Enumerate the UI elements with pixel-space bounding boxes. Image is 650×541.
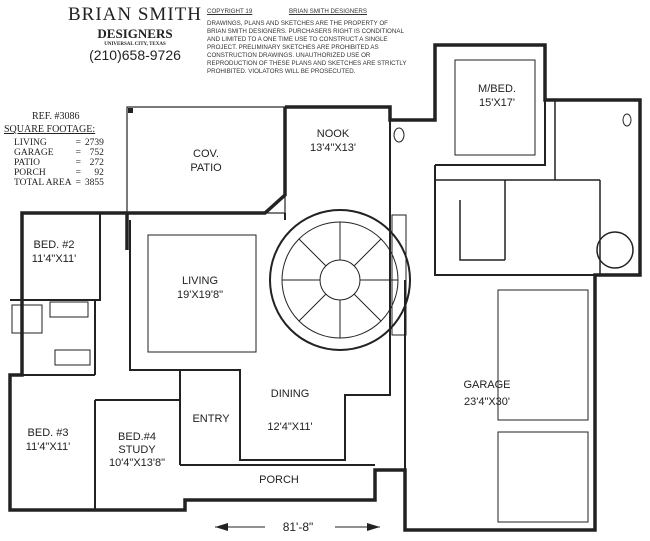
footage-title: SQUARE FOOTAGE:: [4, 124, 96, 135]
reference-number: REF. #3086: [32, 111, 80, 122]
nook-bay: [269, 209, 411, 351]
company-city: UNIVERSAL CITY, TEXAS: [104, 42, 166, 47]
living-label: LIVING: [182, 275, 218, 287]
patio-label-2: PATIO: [190, 162, 222, 174]
copyright-label: COPYRIGHT 19: [207, 8, 253, 15]
footage-value: 92: [94, 168, 104, 178]
footage-row: LIVING=2739: [14, 138, 104, 148]
company-phone: (210)658-9726: [89, 47, 181, 63]
footage-label: TOTAL AREA: [14, 178, 72, 188]
footage-label: LIVING: [14, 138, 47, 148]
porch-label: PORCH: [259, 474, 299, 486]
garage-door: [497, 431, 589, 523]
garage-size: 23'4"X30': [464, 396, 510, 408]
copyright-text: DRAWINGS, PLANS AND SKETCHES ARE THE PRO…: [207, 20, 407, 75]
nook-size: 13'4"X13': [310, 142, 356, 154]
dining-size: 12'4"X11': [267, 421, 312, 433]
footage-label: PORCH: [14, 168, 46, 178]
overall-width: 81'-8": [283, 520, 314, 534]
footage-value: 272: [89, 158, 104, 168]
bed2-label: BED. #2: [34, 239, 75, 251]
footage-row: TOTAL AREA=3855: [14, 178, 104, 188]
garage-label: GARAGE: [463, 379, 510, 391]
copyright-owner: BRIAN SMITH DESIGNERS: [288, 8, 367, 15]
footage-label: PATIO: [14, 158, 41, 168]
company-header: BRIAN SMITH DESIGNERS UNIVERSAL CITY, TE…: [60, 4, 210, 63]
walls: [8, 43, 642, 532]
footage-value: 3855: [84, 178, 104, 188]
footage-table: LIVING=2739 GARAGE=752 PATIO=272 PORCH=9…: [12, 138, 106, 188]
dimension-arrow-left: [215, 523, 228, 531]
entry-label: ENTRY: [192, 413, 230, 425]
copyright-notice: COPYRIGHT 19 BRIAN SMITH DESIGNERS DRAWIN…: [207, 8, 407, 76]
footage-label: GARAGE: [14, 148, 54, 158]
bed4-label-2: STUDY: [118, 444, 156, 456]
footage-row: GARAGE=752: [14, 148, 104, 158]
footage-value: 2739: [84, 138, 104, 148]
footage-row: PATIO=272: [14, 158, 104, 168]
company-sub: DESIGNERS: [97, 26, 173, 41]
bed2-size: 11'4"X11': [32, 253, 76, 265]
footage-row: PORCH=92: [14, 168, 104, 178]
master-label: M/BED.: [478, 83, 516, 95]
company-name: BRIAN SMITH: [68, 4, 202, 25]
patio-outline: [126, 106, 286, 214]
garage-door: [497, 289, 589, 421]
square-footage: REF. #3086 SQUARE FOOTAGE: LIVING=2739 G…: [4, 111, 106, 189]
bed4-label: BED.#4: [118, 431, 156, 443]
patio-label: COV.: [193, 148, 219, 160]
master-size: 15'X17': [479, 97, 515, 109]
bed3-size: 11'4"X11': [26, 441, 70, 453]
dining-label: DINING: [271, 388, 310, 400]
living-size: 19'X19'8": [177, 289, 223, 301]
dimension-arrow-right: [367, 523, 380, 531]
bed3-label: BED. #3: [28, 427, 69, 439]
bed4-size: 10'4"X13'8": [109, 457, 165, 469]
living-tray: [147, 234, 257, 353]
footage-value: 752: [89, 148, 104, 158]
nook-label: NOOK: [317, 128, 350, 140]
